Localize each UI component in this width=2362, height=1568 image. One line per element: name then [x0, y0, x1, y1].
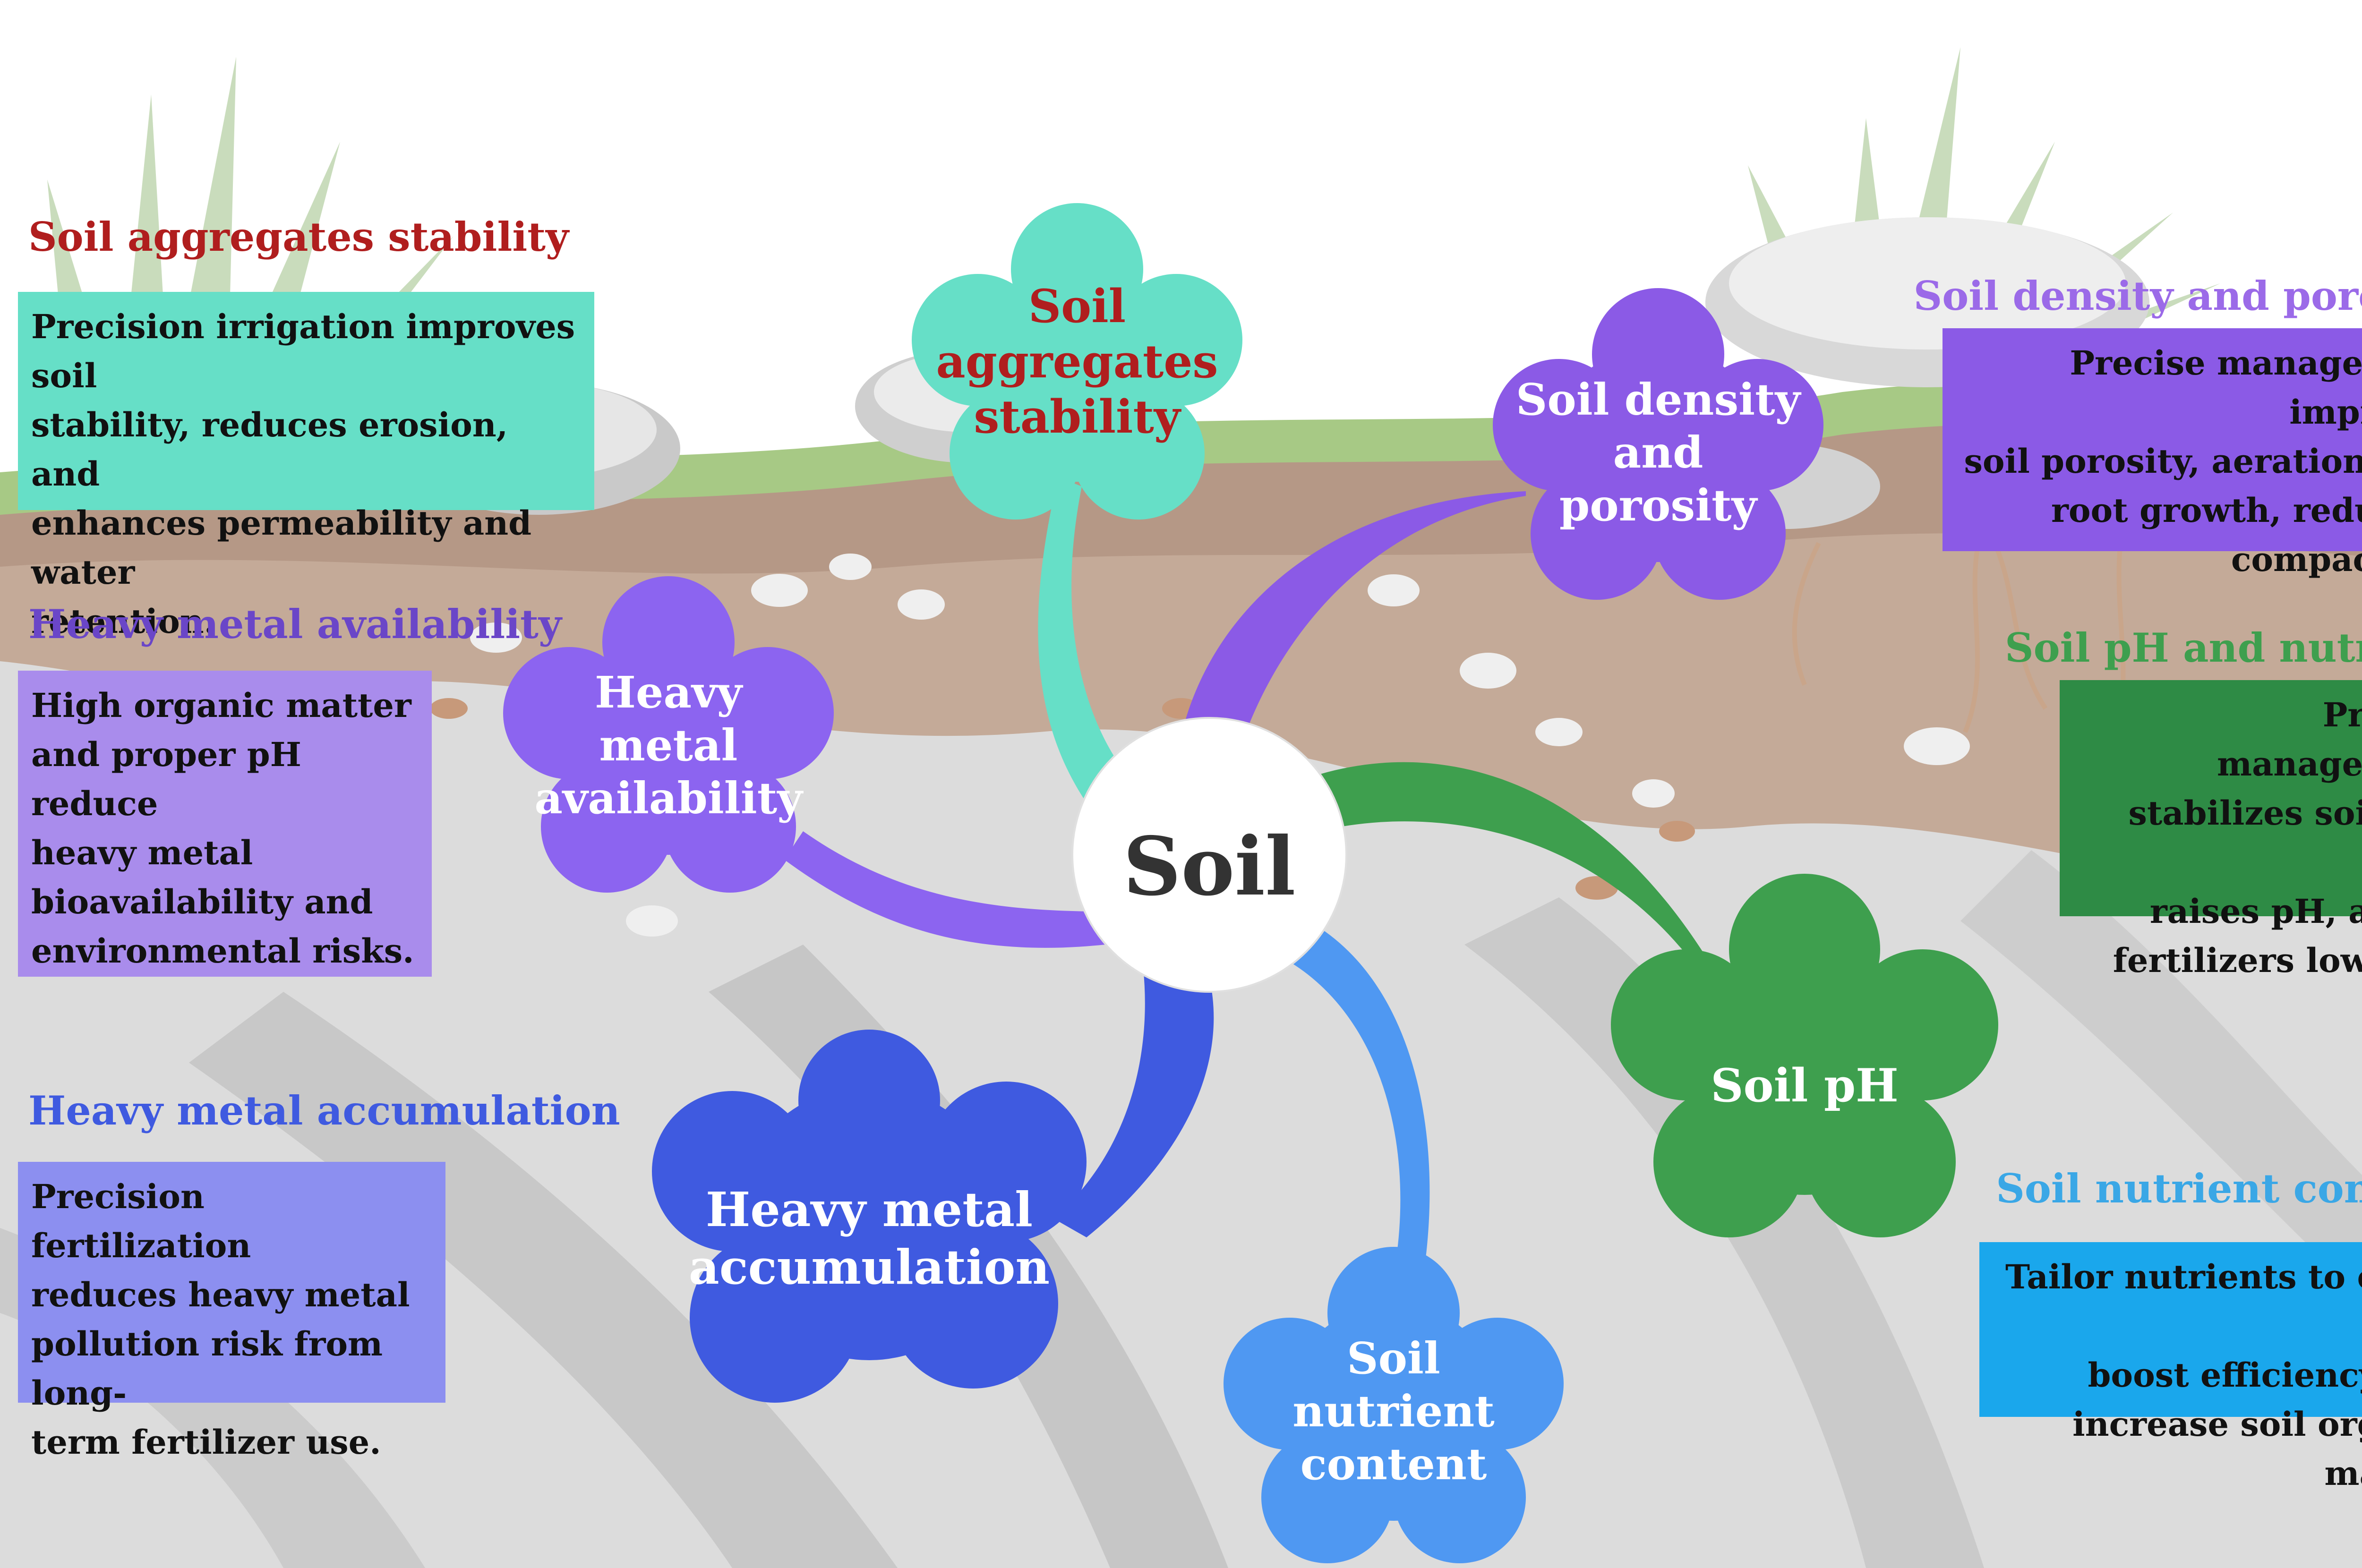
panel-line: compaction.	[2231, 540, 2362, 579]
panel-title-nutrient: Soil nutrient content	[1996, 1165, 2362, 1212]
flower-label-line: Soil pH	[1711, 1059, 1899, 1112]
panel-line: reduces heavy metal	[31, 1275, 410, 1314]
center-circle	[1071, 717, 1347, 993]
flower-label-line: Soil	[1028, 280, 1126, 333]
panel-line: enhances permeability and water	[31, 503, 532, 592]
panel-line: increase soil organic matter.	[2072, 1405, 2362, 1493]
flower-label-density: Soil density and porosity	[1469, 373, 1847, 532]
flower-label-line: stability	[974, 390, 1181, 444]
flower-label-line: Heavy metal	[705, 1182, 1033, 1237]
flower-label-line: and	[1613, 427, 1703, 478]
panel-line: raises pH, acidic	[2149, 892, 2362, 931]
panel-title-accumulation: Heavy metal accumulation	[28, 1087, 620, 1134]
panel-line: term fertilizer use.	[31, 1423, 381, 1462]
flower-label-availability: Heavy metal availability	[503, 666, 834, 825]
connector-nutrient	[1275, 921, 1430, 1285]
panel-box-density: Precise management improves soil porosit…	[1943, 328, 2362, 579]
panel-box-nutrient: Tailor nutrients to crops to boost effic…	[1979, 1242, 2362, 1493]
flower-aggregates	[912, 203, 1242, 520]
panel-line: and proper pH reduce	[31, 735, 301, 823]
flower-nutrient	[1224, 1247, 1564, 1563]
flower-label-line: Soil	[1347, 1333, 1440, 1384]
rock-streak	[189, 992, 898, 1568]
panel-line: stability, reduces erosion, and	[31, 405, 508, 494]
connector-aggregates	[1038, 477, 1143, 803]
flower-label-line: aggregates	[936, 335, 1218, 389]
flower-ph	[1611, 874, 1998, 1237]
panel-line: Precision fertilization	[31, 1177, 251, 1265]
panel-title-ph: Soil pH and nutrient	[2004, 624, 2362, 671]
connector-availability	[784, 831, 1105, 948]
panel-line: boost efficiency and	[2088, 1355, 2362, 1395]
flower-availability	[503, 576, 834, 893]
panel-line: retention.	[31, 602, 216, 641]
panel-title-density: Soil density and porosity	[1913, 273, 2362, 319]
center-label: Soil	[1123, 819, 1296, 914]
flower-label-accumulation: Heavy metal accumulation	[657, 1181, 1082, 1296]
rock-streak	[1464, 897, 1984, 1568]
panel-line: soil porosity, aeration, and	[1964, 442, 2362, 481]
panel-box-aggregates: Precision irrigation improves soil stabi…	[18, 292, 594, 641]
flower-label-line: content	[1300, 1439, 1487, 1490]
panel-line: stabilizes soil pH; lime	[2128, 793, 2362, 833]
panel-line: High organic matter	[31, 686, 411, 725]
flower-label-line: porosity	[1559, 480, 1757, 531]
panel-title-availability: Heavy metal availability	[28, 601, 562, 648]
panel-line: pollution risk from long-	[31, 1324, 383, 1413]
panel-line: fertilizers lower it.	[2113, 941, 2362, 980]
flower-label-line: availability	[534, 773, 803, 824]
flower-label-line: Soil density	[1515, 374, 1801, 425]
panel-line: Tailor nutrients to crops to	[2005, 1257, 2362, 1296]
panel-line: heavy metal	[31, 833, 253, 872]
panel-line: bioavailability and	[31, 882, 373, 921]
flower-label-line: metal	[599, 720, 738, 771]
panel-box-accumulation: Precision fertilization reduces heavy me…	[18, 1162, 445, 1462]
panel-title-aggregates: Soil aggregates stability	[28, 213, 569, 260]
panel-box-availability: High organic matter and proper pH reduce…	[18, 671, 432, 977]
panel-line: Precise management	[2217, 695, 2362, 784]
flower-label-line: Heavy	[595, 667, 742, 718]
flower-label-ph: Soil pH	[1663, 1058, 1946, 1113]
flower-label-line: accumulation	[688, 1239, 1050, 1295]
flower-label-nutrient: Soil nutrient content	[1252, 1332, 1535, 1491]
panel-line: Precision irrigation improves soil	[31, 307, 575, 395]
connector-ph	[1304, 762, 1710, 973]
panel-line: Precise management improves	[2070, 343, 2362, 432]
rock-streak	[1960, 850, 2362, 1297]
flower-label-aggregates: Soil aggregates stability	[912, 279, 1242, 444]
panel-box-ph: Precise management stabilizes soil pH; l…	[2060, 680, 2362, 980]
panel-line: environmental risks.	[31, 931, 414, 971]
flower-label-line: nutrient	[1292, 1386, 1495, 1437]
connector-accumulation	[1053, 968, 1214, 1237]
flower-accumulation	[652, 1030, 1087, 1403]
flower-density	[1493, 288, 1823, 600]
panel-line: root growth, reducing	[2051, 491, 2362, 530]
